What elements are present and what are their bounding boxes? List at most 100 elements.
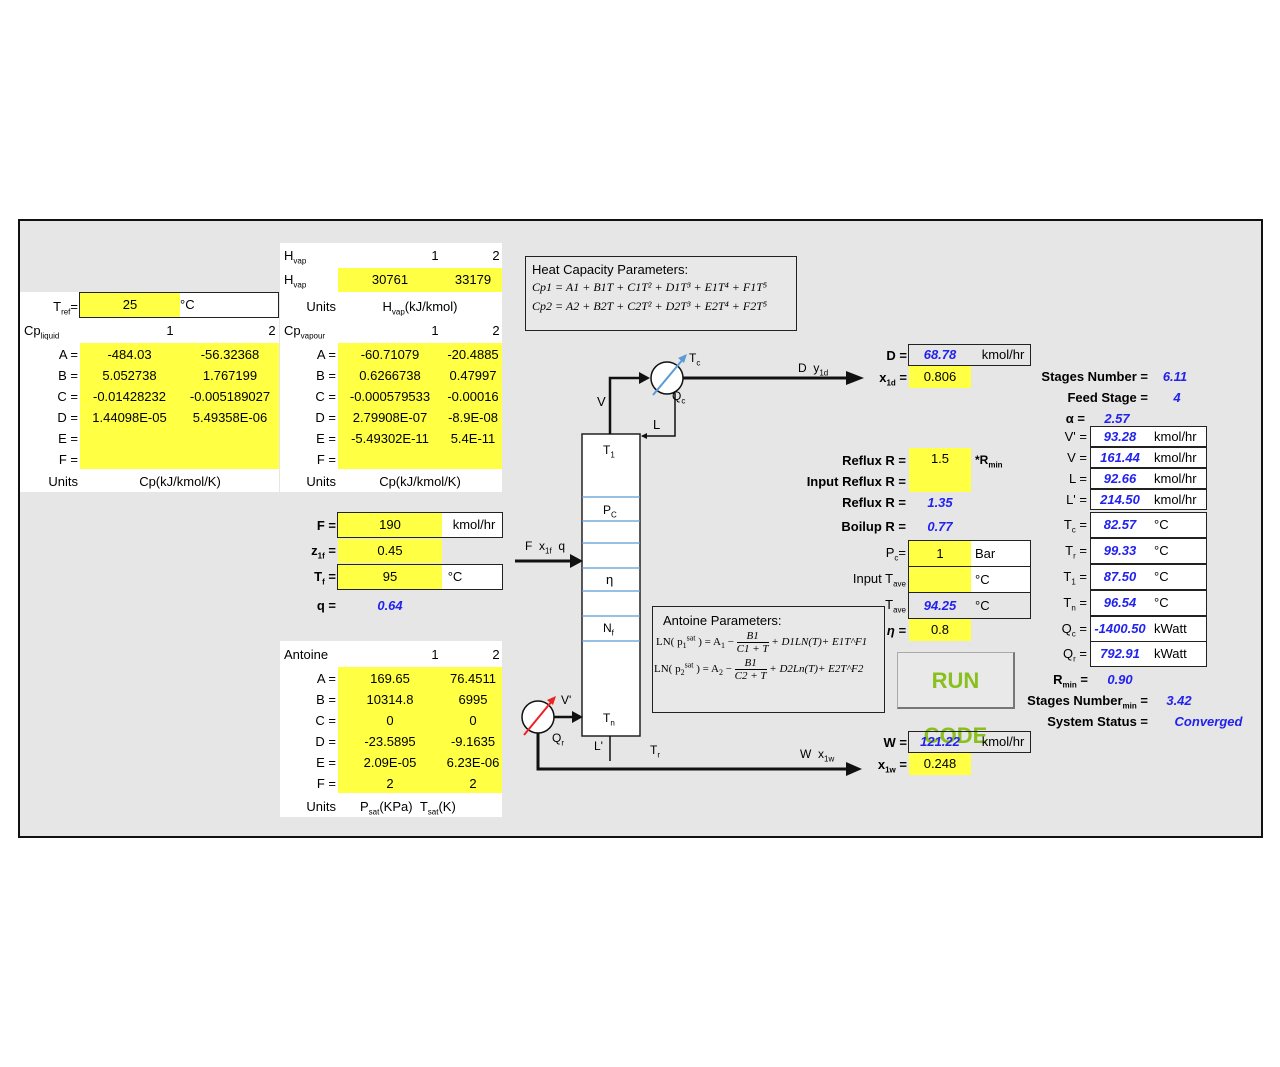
cp-liquid-value-2[interactable]: 1.767199 bbox=[202, 368, 258, 383]
antoine-value-1[interactable]: 2 bbox=[386, 776, 394, 791]
results-row bbox=[1090, 564, 1207, 590]
cp-vapour-units-value: Cp(kJ/kmol/K) bbox=[379, 474, 461, 489]
antoine-value-2[interactable]: 76.4511 bbox=[449, 671, 497, 686]
results-row-unit: °C bbox=[1154, 517, 1169, 532]
antoine-value-1[interactable]: 0 bbox=[386, 713, 394, 728]
tc-label: Tc bbox=[689, 351, 701, 368]
cp-liquid-value-1[interactable]: -0.01428232 bbox=[92, 389, 166, 404]
cp-liquid-value-1[interactable]: -484.03 bbox=[107, 347, 152, 362]
results-row-unit: kmol/hr bbox=[1154, 429, 1197, 444]
cp-liquid-value-2[interactable]: -56.32368 bbox=[200, 347, 260, 362]
feed-stage-label: Feed Stage = bbox=[1067, 390, 1148, 405]
alpha-value: 2.57 bbox=[1104, 411, 1130, 426]
input-tave-input[interactable] bbox=[909, 567, 971, 592]
antoine-value-1[interactable]: -23.5895 bbox=[364, 734, 416, 749]
antoine-input-area bbox=[338, 667, 502, 793]
vapor-arrow bbox=[639, 372, 650, 384]
antoine-value-1[interactable]: 2.09E-05 bbox=[363, 755, 417, 770]
system-status-value: Converged bbox=[1174, 714, 1243, 729]
pc-input[interactable]: 1 bbox=[909, 541, 971, 566]
cp-liquid-units-value: Cp(kJ/kmol/K) bbox=[139, 474, 221, 489]
cp-liquid-row-label: F = bbox=[58, 452, 78, 467]
feed-tf-input[interactable]: 95 bbox=[338, 565, 442, 589]
tref-input[interactable]: 25 bbox=[80, 293, 180, 317]
feed-arrow bbox=[570, 554, 583, 568]
results-row-label: Tr = bbox=[1065, 543, 1087, 561]
l-label: L bbox=[653, 417, 661, 432]
results-row-label: V = bbox=[1067, 450, 1087, 465]
feed-f-unit: kmol/hr bbox=[452, 517, 496, 532]
vprime-label: V' bbox=[561, 693, 572, 707]
results-row-label: L' = bbox=[1066, 492, 1087, 507]
tn-label: Tn bbox=[603, 711, 615, 728]
results-row-label: T1 = bbox=[1063, 569, 1087, 587]
x1w-input[interactable]: 0.248 bbox=[909, 753, 971, 775]
alpha-label: α = bbox=[1065, 411, 1085, 426]
antoine-value-2[interactable]: 6995 bbox=[458, 692, 488, 707]
efficiency-input[interactable]: 0.8 bbox=[909, 619, 971, 641]
antoine-row-label: E = bbox=[316, 755, 336, 770]
pc-field-label: Pc= bbox=[885, 545, 906, 563]
feed-stream-label: F x1f q bbox=[525, 539, 566, 556]
feed-z-input[interactable]: 0.45 bbox=[338, 539, 442, 563]
bottoms-line bbox=[536, 733, 850, 771]
cp-vapour-value-2[interactable]: -20.4885 bbox=[447, 347, 499, 362]
x1d-label: x1d = bbox=[879, 370, 907, 388]
reflux-ratio-input[interactable]: 1.5 bbox=[909, 448, 971, 470]
antoine-value-2[interactable]: -9.1635 bbox=[450, 734, 496, 749]
bottoms-arrow bbox=[846, 762, 862, 776]
cp-vapour-value-2[interactable]: -0.00016 bbox=[447, 389, 499, 404]
antoine-row-label: B = bbox=[316, 692, 336, 707]
results-row-unit: °C bbox=[1154, 595, 1169, 610]
results-row-label: Tn = bbox=[1063, 595, 1087, 613]
feed-f-input[interactable]: 190 bbox=[338, 513, 442, 537]
cp-vapour-value-1[interactable]: 0.6266738 bbox=[359, 368, 421, 383]
reflux-ratio-result-label: Reflux R = bbox=[842, 495, 906, 510]
hvap-value-2[interactable]: 33179 bbox=[454, 272, 492, 287]
qr-label: Qr bbox=[552, 731, 565, 748]
feed-tf-unit: °C bbox=[447, 569, 463, 584]
input-reflux-input[interactable] bbox=[909, 470, 971, 492]
tave-value: 94.25 bbox=[923, 598, 957, 613]
cp-vapour-value-2[interactable]: 5.4E-11 bbox=[450, 431, 496, 446]
antoine-row-label: D = bbox=[315, 734, 336, 749]
tave-unit: °C bbox=[975, 598, 990, 613]
antoine-value-1[interactable]: 169.65 bbox=[370, 671, 410, 686]
cp-vapour-value-1[interactable]: 2.79908E-07 bbox=[352, 410, 428, 425]
run-code-button[interactable]: RUN CODE bbox=[897, 652, 1015, 748]
cp-vapour-value-2[interactable]: 0.47997 bbox=[449, 368, 497, 383]
boilup-ratio-value: 0.77 bbox=[927, 519, 953, 534]
cp-vapour-units-label: Units bbox=[306, 474, 336, 489]
d-label: D = bbox=[886, 348, 907, 363]
cp-liquid-value-2[interactable]: -0.005189027 bbox=[189, 389, 271, 404]
antoine-value-2[interactable]: 6.23E-06 bbox=[446, 755, 500, 770]
bottoms-stream-label: W x1w bbox=[800, 747, 835, 764]
results-row bbox=[1090, 489, 1207, 510]
antoine-value-2[interactable]: 0 bbox=[469, 713, 477, 728]
cp-liquid-value-2[interactable]: 5.49358E-06 bbox=[192, 410, 268, 425]
cp-vapour-value-1[interactable]: -5.49302E-11 bbox=[351, 431, 429, 446]
cp-vapour-value-2[interactable]: -8.9E-08 bbox=[448, 410, 498, 425]
cp-liquid-value-1[interactable]: 1.44098E-05 bbox=[92, 410, 167, 425]
antoine-value-1[interactable]: 10314.8 bbox=[366, 692, 414, 707]
results-row-value: 214.50 bbox=[1100, 492, 1140, 507]
pc-label: PC bbox=[603, 503, 617, 520]
antoine-value-2[interactable]: 2 bbox=[469, 776, 477, 791]
antoine-row-label: A = bbox=[316, 671, 336, 686]
results-row bbox=[1090, 641, 1207, 667]
cp-vapour-value-1[interactable]: -60.71079 bbox=[360, 347, 420, 362]
results-row-value: 99.33 bbox=[1103, 543, 1137, 558]
cp-vapour-value-1[interactable]: -0.000579533 bbox=[349, 389, 431, 404]
reboiler-control-arrow bbox=[523, 700, 553, 736]
w-box bbox=[908, 731, 1031, 753]
distillate-arrow bbox=[846, 371, 864, 385]
x1d-input[interactable]: 0.806 bbox=[909, 366, 971, 388]
results-row-value: 792.91 bbox=[1100, 646, 1140, 661]
antoine-col2: 2 bbox=[492, 647, 500, 662]
hvap-value-1[interactable]: 30761 bbox=[371, 272, 409, 287]
hvap-input-area bbox=[338, 268, 502, 292]
heat-capacity-equations-box: Heat Capacity Parameters: Cp1 = A1 + B1T… bbox=[525, 256, 797, 331]
cp-liquid-value-1[interactable]: 5.052738 bbox=[102, 368, 157, 383]
results-row-value: 93.28 bbox=[1103, 429, 1137, 444]
hvap-col2: 2 bbox=[492, 248, 500, 263]
